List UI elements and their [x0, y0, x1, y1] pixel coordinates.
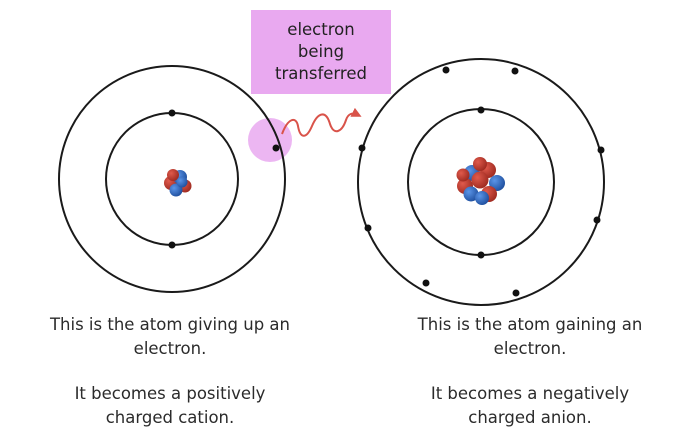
right-outer-electron — [512, 289, 520, 297]
left-electron-bottom — [168, 241, 176, 249]
left-atom-caption: This is the atom giving up an electron. … — [5, 313, 335, 430]
left-nucleus — [164, 169, 192, 197]
right-inner-electron-bottom — [477, 251, 485, 259]
left-outer-shell — [58, 65, 286, 293]
transfer-label-line2: being — [297, 42, 345, 61]
right-nucleus — [456, 157, 505, 205]
right-outer-electron — [442, 66, 450, 74]
left-caption-line3: It becomes a positively — [74, 384, 266, 403]
right-atom — [357, 58, 605, 306]
right-atom-caption: This is the atom gaining an electron. It… — [365, 313, 686, 430]
right-inner-electron-top — [477, 106, 485, 114]
left-electron-transferring — [272, 144, 280, 152]
right-outer-electron — [511, 67, 519, 75]
right-outer-electron — [422, 279, 430, 287]
left-caption-line1: This is the atom giving up an — [49, 315, 291, 334]
transfer-label-line3: transferred — [275, 64, 367, 83]
right-caption-line4: charged anion. — [468, 408, 592, 427]
right-caption-line2: electron. — [493, 339, 567, 358]
right-outer-electron — [593, 216, 601, 224]
right-outer-shell — [357, 58, 605, 306]
left-atom — [58, 65, 286, 293]
right-outer-electron-gained — [358, 144, 366, 152]
right-outer-electron — [597, 146, 605, 154]
electron-transfer-label: electron being transferred — [251, 10, 391, 94]
left-electron-top — [168, 109, 176, 117]
right-outer-electron — [364, 224, 372, 232]
left-caption-line2: electron. — [133, 339, 207, 358]
right-caption-line3: It becomes a negatively — [430, 384, 630, 403]
transfer-arrow — [281, 107, 362, 137]
right-caption-line1: This is the atom gaining an — [417, 315, 643, 334]
left-caption-line4: charged cation. — [105, 408, 235, 427]
transfer-label-line1: electron — [287, 20, 355, 39]
